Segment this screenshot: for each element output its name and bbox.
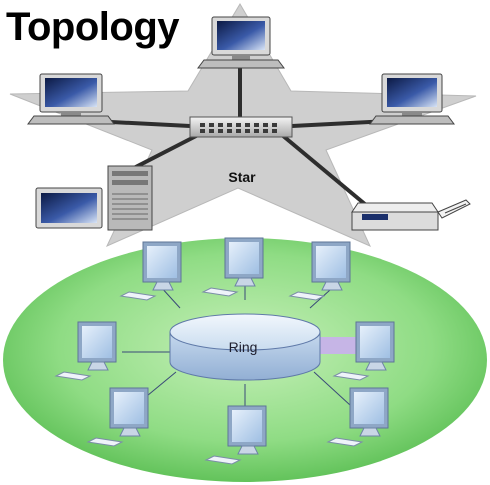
ring-link [316, 337, 356, 354]
ring-hub-icon [169, 313, 321, 381]
flat-panel-monitor-icon [326, 387, 389, 447]
flat-panel-monitor-icon [332, 321, 395, 381]
ring-topology: Ring [3, 237, 487, 482]
star-label: Star [228, 169, 256, 185]
desktop-computer-icon [369, 73, 455, 125]
flat-panel-monitor-icon [201, 237, 264, 297]
desktop-computer-icon [27, 73, 115, 125]
flat-panel-monitor-icon [119, 241, 182, 301]
switch-hub-icon [189, 116, 293, 138]
desktop-computer-icon [197, 16, 285, 69]
flat-panel-monitor-icon [288, 241, 351, 301]
flat-panel-monitor-icon [204, 405, 267, 465]
ring-label: Ring [229, 339, 258, 355]
star-topology: Star [9, 3, 477, 247]
flat-panel-monitor-icon [86, 387, 149, 447]
page-title: Topology [6, 5, 180, 49]
printer-icon [351, 199, 471, 231]
flat-panel-monitor-icon [54, 321, 117, 381]
tower-computer-icon [35, 165, 153, 231]
